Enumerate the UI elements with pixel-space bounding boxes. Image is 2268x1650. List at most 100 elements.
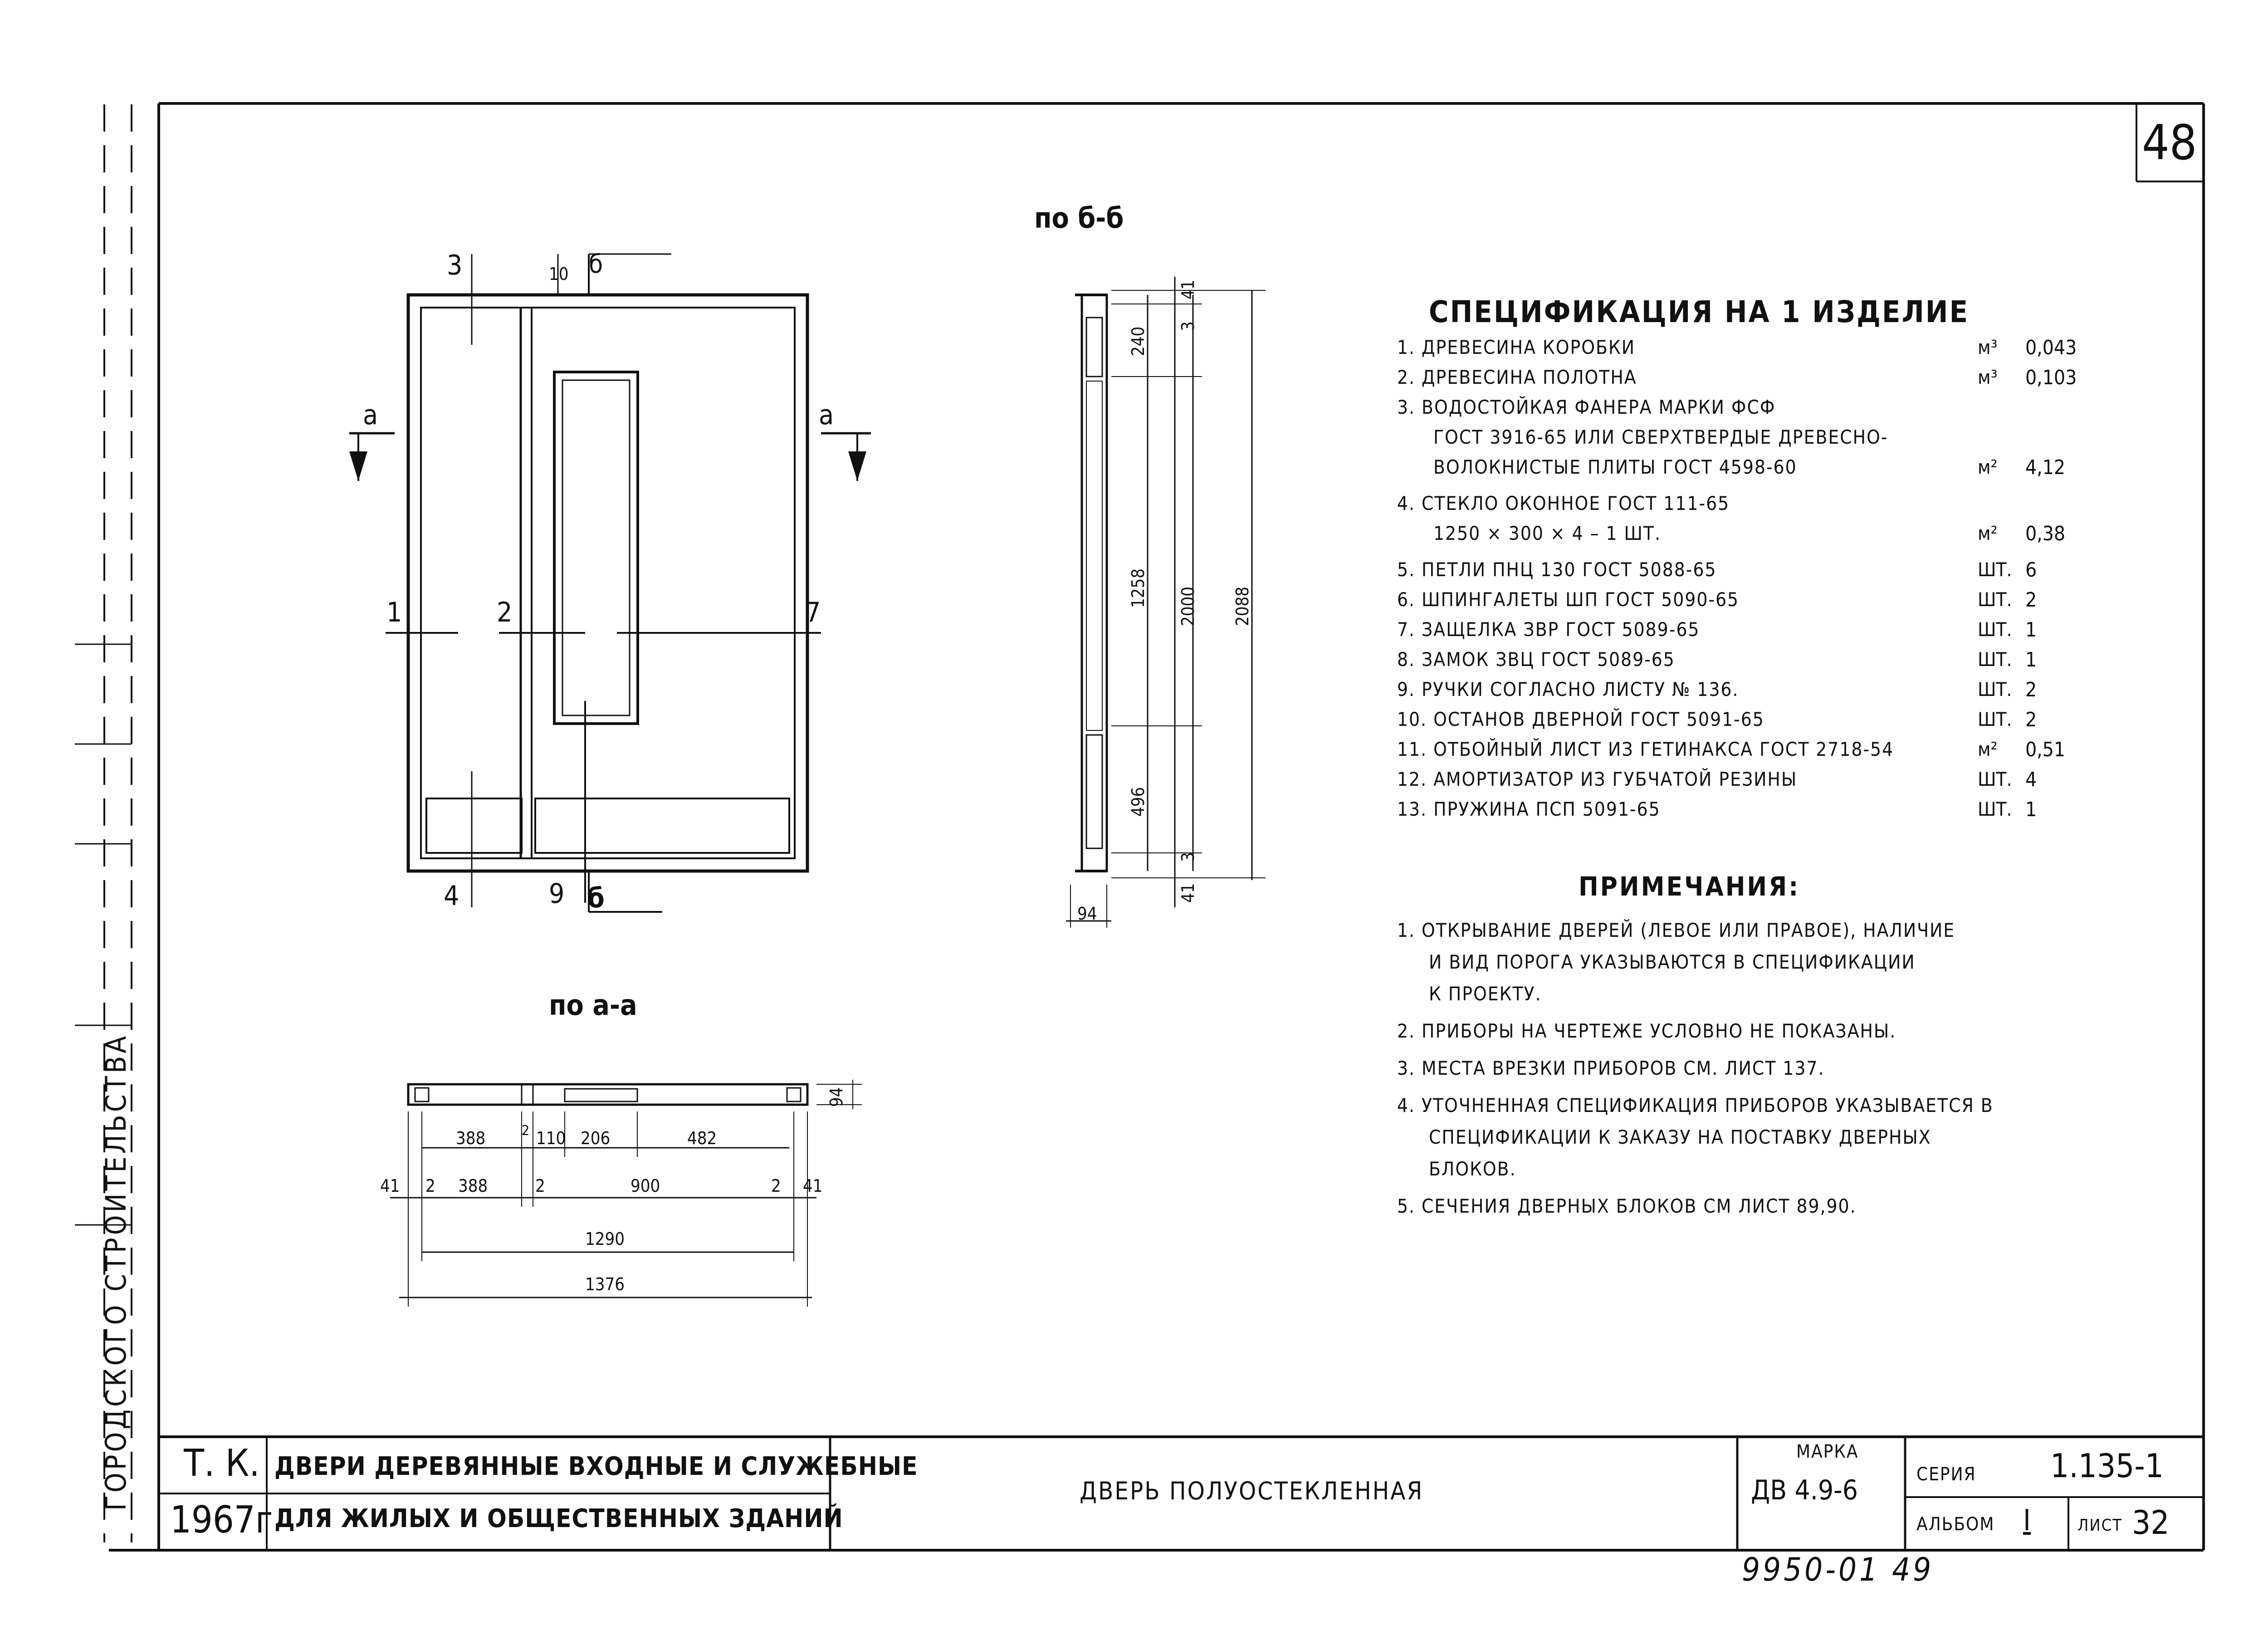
pos-label-1: 1	[386, 597, 402, 628]
note-1: 1. ОТКРЫВАНИЕ ДВЕРЕЙ (ЛЕВОЕ ИЛИ ПРАВОЕ),…	[1397, 919, 1955, 941]
dim-aa-top-3: 110	[536, 1128, 566, 1148]
tb-album: I	[2023, 1504, 2031, 1537]
spec-qty-13: 1	[2025, 798, 2037, 821]
spec-unit-2: м³	[1978, 366, 1998, 388]
sheet-number: 48	[2142, 115, 2197, 171]
spec-unit-10: ШТ.	[1978, 708, 2012, 730]
spec-qty-6: 2	[2025, 588, 2037, 612]
spec-unit-5: ШТ.	[1978, 558, 2012, 581]
kick-plate-left	[425, 798, 523, 854]
spec-item-8: 8. ЗАМОК ЗВЦ ГОСТ 5089-65	[1397, 648, 1675, 671]
tb-item-name: ДВЕРЬ ПОЛУОСТЕКЛЕННАЯ	[1080, 1477, 1424, 1505]
spec-item-11: 11. ОТБОЙНЫЙ ЛИСТ ИЗ ГЕТИНАКСА ГОСТ 2718…	[1397, 738, 1894, 760]
spec-item-13: 13. ПРУЖИНА ПСП 5091-65	[1397, 798, 1661, 820]
spec-item-4-line-2: 1250 × 300 × 4 – 1 ШТ.	[1433, 522, 1662, 544]
dim-aa-mid-1: 41	[380, 1176, 400, 1196]
pos-label-2: 2	[497, 597, 513, 628]
dim-bb-glass: 1258	[1128, 568, 1148, 608]
dim-bb-top-frame: 41	[1178, 279, 1198, 300]
spec-item-1: 1. ДРЕВЕСИНА КОРОБКИ	[1397, 336, 1636, 358]
spec-item-12: 12. АМОРТИЗАТОР ИЗ ГУБЧАТОЙ РЕЗИНЫ	[1397, 768, 1798, 790]
spec-qty-1: 0,043	[2025, 336, 2077, 359]
dim-aa-mid-3: 388	[458, 1176, 488, 1196]
cut-b-top-label: б	[589, 250, 603, 279]
note-4-line-2: СПЕЦИФИКАЦИИ К ЗАКАЗУ НА ПОСТАВКУ ДВЕРНЫ…	[1429, 1126, 1931, 1148]
spec-qty-4: 0,38	[2025, 522, 2066, 545]
dim-bb-bottom-frame: 41	[1178, 883, 1198, 903]
spec-qty-5: 6	[2025, 558, 2037, 582]
note-2: 2. ПРИБОРЫ НА ЧЕРТЕЖЕ УСЛОВНО НЕ ПОКАЗАН…	[1397, 1020, 1897, 1042]
spec-qty-12: 4	[2025, 768, 2037, 791]
dim-aa-mid-5: 900	[631, 1176, 660, 1196]
dim-bb-bottom-gap: 3	[1178, 852, 1198, 862]
note-4: 4. УТОЧНЕННАЯ СПЕЦИФИКАЦИЯ ПРИБОРОВ УКАЗ…	[1397, 1094, 1994, 1116]
side-stamp: ГОРОДСКОГО СТРОИТЕЛЬСТВА	[99, 1033, 132, 1511]
spec-unit-6: ШТ.	[1978, 588, 2012, 611]
spec-qty-7: 1	[2025, 618, 2037, 641]
spec-qty-3: 4,12	[2025, 456, 2066, 479]
dim-bb-bottom-rail: 496	[1128, 787, 1148, 817]
tb-seria-label: СЕРИЯ	[1916, 1464, 1976, 1485]
glass-opening-outer	[553, 371, 639, 725]
note-1-line-3: К ПРОЕКТУ.	[1429, 983, 1542, 1005]
dim-aa-top-5: 482	[687, 1128, 717, 1148]
note-1-line-2: И ВИД ПОРОГА УКАЗЫВАЮТСЯ В СПЕЦИФИКАЦИИ	[1429, 951, 1916, 973]
notes-title: ПРИМЕЧАНИЯ:	[1579, 871, 1800, 902]
tb-title-line1: ДВЕРИ ДЕРЕВЯННЫЕ ВХОДНЫЕ И СЛУЖЕБНЫЕ	[274, 1452, 918, 1481]
dim-aa-mid-4: 2	[535, 1176, 545, 1196]
pos-label-10: 9	[549, 878, 565, 910]
spec-unit-11: м²	[1978, 738, 1998, 760]
dim-bb-top-gap: 3	[1178, 321, 1198, 331]
spec-unit-7: ШТ.	[1978, 618, 2012, 641]
spec-item-4: 4. СТЕКЛО ОКОННОЕ ГОСТ 111-65	[1397, 492, 1730, 514]
dim-aa-top-2: 2	[522, 1123, 530, 1139]
spec-qty-9: 2	[2025, 678, 2037, 701]
spec-unit-9: ШТ.	[1978, 678, 2012, 700]
spec-qty-10: 2	[2025, 708, 2037, 731]
spec-item-3-line-2: ГОСТ 3916-65 ИЛИ СВЕРХТВЕРДЫЕ ДРЕВЕСНО-	[1433, 426, 1888, 448]
spec-item-10: 10. ОСТАНОВ ДВЕРНОЙ ГОСТ 5091-65	[1397, 708, 1765, 730]
spec-item-6: 6. ШПИНГАЛЕТЫ ШП ГОСТ 5090-65	[1397, 588, 1740, 611]
dim-bb-total: 2088	[1232, 587, 1252, 626]
spec-unit-4: м²	[1978, 522, 1998, 544]
dim-aa-mid-7: 41	[803, 1176, 823, 1196]
section-bb-title: по б-б	[1034, 201, 1124, 235]
spec-unit-3: м²	[1978, 456, 1998, 478]
pos-label-3: 3	[447, 250, 463, 281]
glass-opening-inner	[562, 379, 631, 716]
archive-stamp: 9950-01 49	[1742, 1551, 1934, 1588]
dim-aa-thickness: 94	[826, 1087, 846, 1107]
dim-bb-leaf: 2000	[1178, 587, 1198, 626]
pos-label-9: 10	[549, 264, 569, 284]
spec-item-5: 5. ПЕТЛИ ПНЦ 130 ГОСТ 5088-65	[1397, 558, 1717, 581]
pos-label-7: 7	[805, 597, 821, 628]
spec-unit-1: м³	[1978, 336, 1998, 358]
cut-b-bottom-label: б	[587, 882, 605, 914]
spec-unit-8: ШТ.	[1978, 648, 2012, 671]
dim-aa-mid-6: 2	[771, 1176, 781, 1196]
spec-item-7: 7. ЗАЩЕЛКА ЗВР ГОСТ 5089-65	[1397, 618, 1700, 641]
tb-marka-label: МАРКА	[1796, 1441, 1859, 1462]
tb-org: Т. К.	[184, 1442, 260, 1485]
section-aa-profile	[407, 1083, 809, 1106]
tb-sheet-label: ЛИСТ	[2077, 1516, 2122, 1535]
cut-a-right-label: а	[819, 399, 834, 431]
door-frame-inner	[420, 307, 796, 859]
tb-marka: ДВ 4.9-6	[1751, 1474, 1858, 1506]
dim-bb-top-rail: 240	[1128, 326, 1148, 356]
pos-label-4: 4	[444, 880, 459, 912]
spec-item-3: 3. ВОДОСТОЙКАЯ ФАНЕРА МАРКИ ФСФ	[1397, 396, 1776, 418]
kick-plate-right	[534, 798, 790, 854]
spec-item-9: 9. РУЧКИ СОГЛАСНО ЛИСТУ № 136.	[1397, 678, 1739, 700]
spec-unit-13: ШТ.	[1978, 798, 2012, 820]
spec-qty-2: 0,103	[2025, 366, 2077, 389]
dim-aa-top-4: 206	[581, 1128, 611, 1148]
note-5: 5. СЕЧЕНИЯ ДВЕРНЫХ БЛОКОВ СМ ЛИСТ 89,90.	[1397, 1195, 1857, 1217]
dim-bb-thickness: 94	[1077, 904, 1097, 924]
tb-seria: 1.135-1	[2050, 1447, 2164, 1485]
tb-sheet: 32	[2132, 1503, 2170, 1542]
spec-item-2: 2. ДРЕВЕСИНА ПОЛОТНА	[1397, 366, 1637, 388]
spec-unit-12: ШТ.	[1978, 768, 2012, 790]
spec-qty-8: 1	[2025, 648, 2037, 671]
